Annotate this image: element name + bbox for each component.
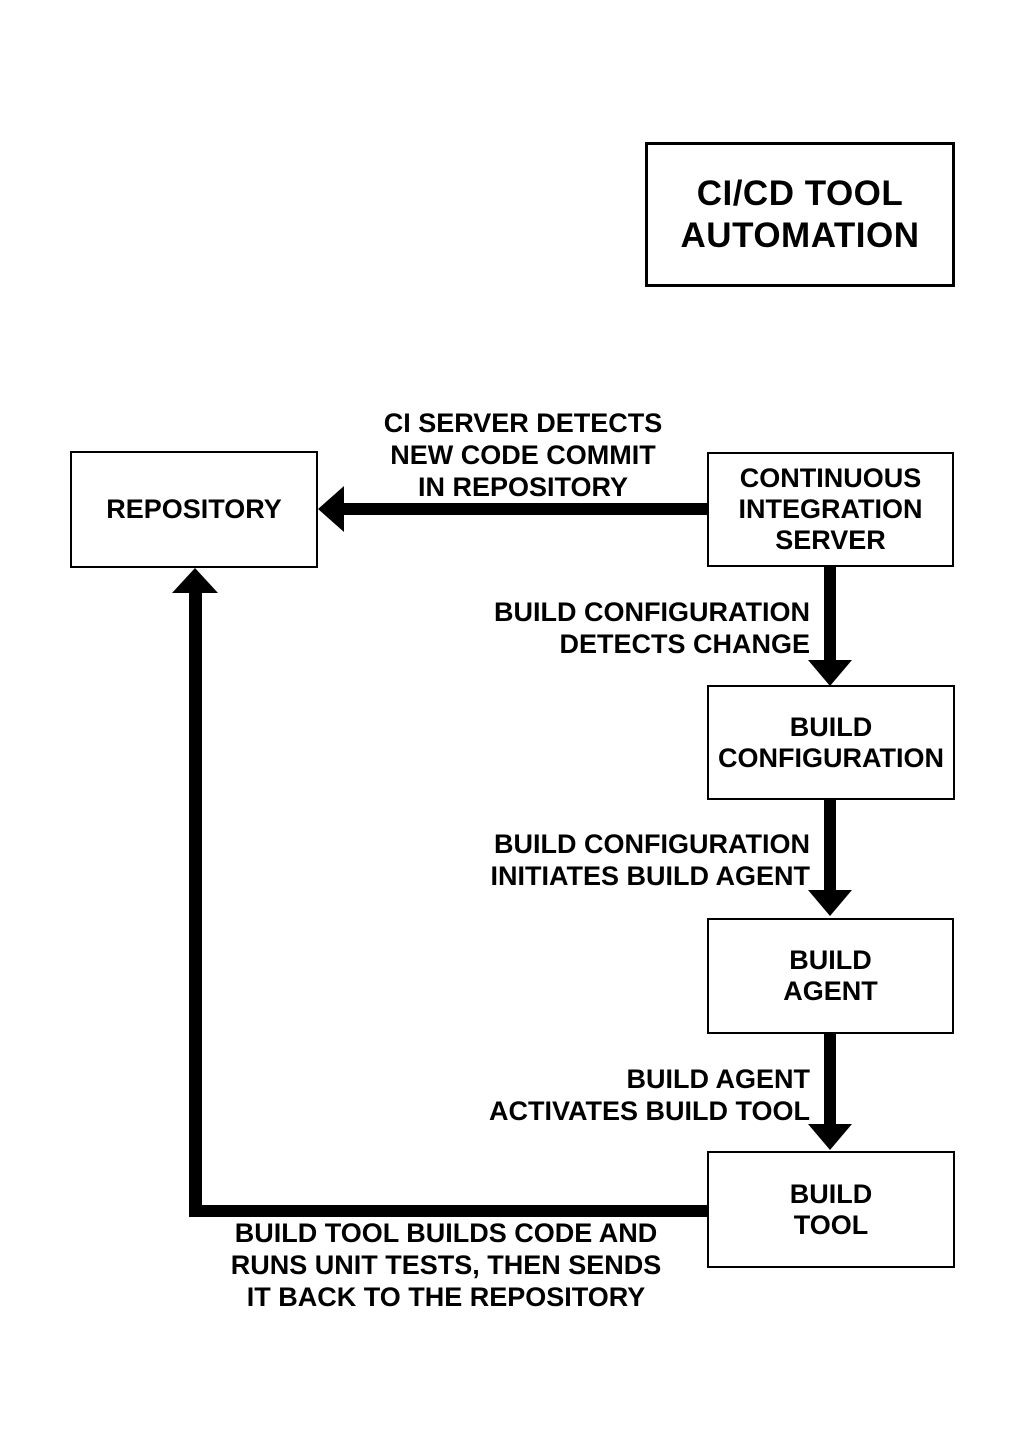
arrow-down-icon bbox=[808, 660, 852, 686]
node-build-agent-label: BUILD AGENT bbox=[783, 945, 878, 1006]
arrow-build-tool-to-repository-vertical-shaft bbox=[189, 592, 202, 1217]
diagram-title: CI/CD TOOL AUTOMATION bbox=[680, 173, 920, 255]
node-build-configuration: BUILD CONFIGURATION bbox=[707, 685, 955, 800]
arrow-up-icon bbox=[172, 568, 218, 593]
arrow-build-tool-to-repository-horizontal-shaft bbox=[189, 1205, 708, 1217]
node-repository-label: REPOSITORY bbox=[106, 494, 282, 524]
node-repository: REPOSITORY bbox=[70, 451, 318, 568]
arrow-ci-server-to-build-configuration-shaft bbox=[824, 566, 836, 662]
node-build-tool-label: BUILD TOOL bbox=[789, 1178, 873, 1240]
node-build-configuration-label: BUILD CONFIGURATION bbox=[718, 711, 944, 773]
edge-label-build-configuration-detects-change: BUILD CONFIGURATION DETECTS CHANGE bbox=[494, 597, 810, 659]
node-build-agent: BUILD AGENT bbox=[707, 918, 954, 1034]
arrow-left-icon bbox=[318, 486, 344, 532]
edge-label-build-agent-activates-tool: BUILD AGENT ACTIVATES BUILD TOOL bbox=[489, 1064, 810, 1126]
node-continuous-integration-server: CONTINUOUS INTEGRATION SERVER bbox=[707, 452, 954, 567]
node-build-tool: BUILD TOOL bbox=[707, 1151, 955, 1268]
edge-label-build-tool-builds-code: BUILD TOOL BUILDS CODE AND RUNS UNIT TES… bbox=[230, 1218, 662, 1312]
arrow-down-icon bbox=[808, 890, 852, 916]
arrow-build-configuration-to-build-agent-shaft bbox=[824, 799, 836, 892]
arrow-down-icon bbox=[808, 1124, 852, 1150]
node-continuous-integration-server-label: CONTINUOUS INTEGRATION SERVER bbox=[738, 463, 923, 555]
arrow-ci-server-to-repository-shaft bbox=[338, 503, 708, 515]
diagram-title-box: CI/CD TOOL AUTOMATION bbox=[645, 142, 955, 287]
edge-label-build-configuration-initiates-agent: BUILD CONFIGURATION INITIATES BUILD AGEN… bbox=[490, 829, 811, 891]
edge-label-ci-server-detects-commit: CI SERVER DETECTS NEW CODE COMMIT IN REP… bbox=[383, 408, 663, 502]
arrow-build-agent-to-build-tool-shaft bbox=[824, 1033, 836, 1127]
